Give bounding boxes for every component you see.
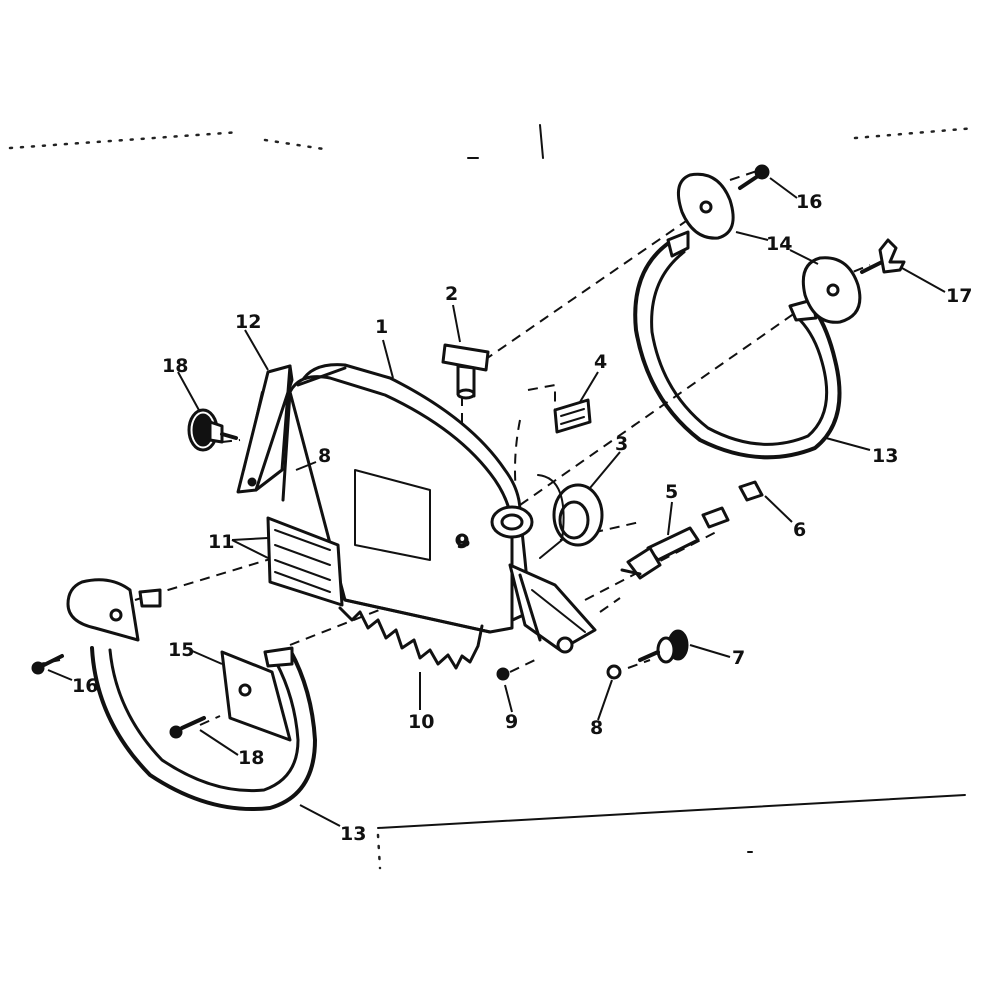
callout-10: 10 xyxy=(408,711,434,733)
screw-18-lower xyxy=(169,716,206,739)
callout-17: 17 xyxy=(946,285,972,307)
nut-washer xyxy=(462,539,622,681)
callout-2: 2 xyxy=(445,283,458,305)
callout-16-top: 16 xyxy=(796,191,822,213)
callout-14: 14 xyxy=(766,233,792,255)
small-plate xyxy=(553,398,592,434)
table-edge xyxy=(376,794,966,870)
knob-bolt-7 xyxy=(638,629,689,664)
ring-guard-right xyxy=(633,172,862,460)
t-handle xyxy=(441,343,490,400)
screw-16-top xyxy=(738,164,770,190)
callout-8-lower: 8 xyxy=(590,717,603,739)
callout-13-right: 13 xyxy=(872,445,898,467)
callout-6: 6 xyxy=(793,519,806,541)
callout-18-lower: 18 xyxy=(238,747,264,769)
callout-9-lower: 9 xyxy=(505,711,518,733)
callout-11: 11 xyxy=(208,531,234,553)
lever xyxy=(620,526,700,580)
wing-nut-17 xyxy=(860,238,906,274)
callout-13-left: 13 xyxy=(340,823,366,845)
callout-16-left: 16 xyxy=(72,675,98,697)
knob-18-upper xyxy=(187,408,238,452)
callout-5: 5 xyxy=(665,481,678,503)
ring-guard-left xyxy=(66,578,317,812)
callout-12: 12 xyxy=(235,311,261,333)
callout-15: 15 xyxy=(168,639,194,661)
callout-1: 1 xyxy=(375,316,388,338)
splitter-bracket xyxy=(236,364,294,494)
round-bumper xyxy=(537,474,604,559)
callout-18-upper: 18 xyxy=(162,355,188,377)
callout-4: 4 xyxy=(594,351,607,373)
callout-7: 7 xyxy=(732,647,745,669)
callout-8-upper: 8 xyxy=(318,445,331,467)
screw-16-left xyxy=(31,654,64,675)
scan-artifacts xyxy=(8,124,977,159)
callout-9-upper: 9 xyxy=(456,531,469,553)
spacer-pins xyxy=(701,480,764,529)
callout-3: 3 xyxy=(615,433,628,455)
callouts: 1 2 3 4 5 6 7 8 8 9 9 10 11 12 13 13 14 … xyxy=(72,191,972,845)
blade-guard-housing xyxy=(281,363,597,654)
leader-lines xyxy=(47,177,946,827)
warning-label-plate xyxy=(266,516,344,607)
saw-blade xyxy=(338,606,484,670)
